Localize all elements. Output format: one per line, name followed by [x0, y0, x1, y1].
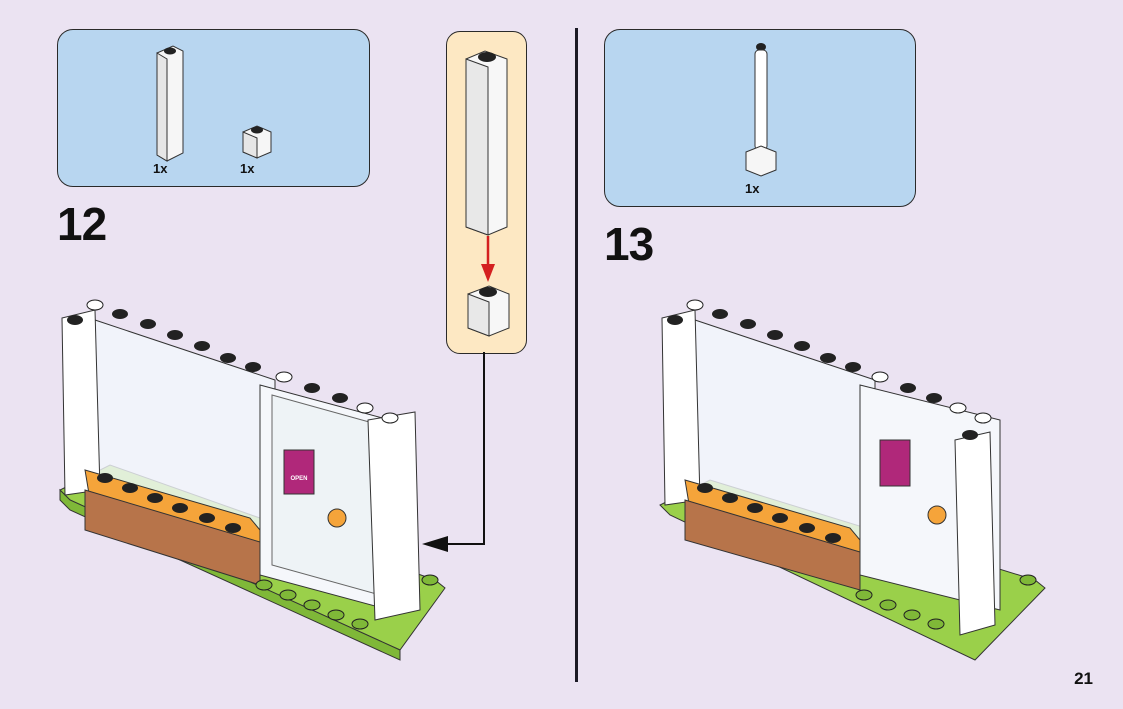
open-sign	[879, 439, 911, 487]
orange-studs	[97, 473, 241, 533]
brick-brown-wall	[684, 499, 861, 591]
top-studs	[67, 299, 399, 424]
step-13-model-illustration	[659, 299, 1046, 661]
brick-1x1x6-callout-icon	[465, 50, 508, 236]
red-arrow-icon	[481, 236, 495, 282]
step-12-part-1-qty: 1x	[153, 161, 168, 176]
brick-1x1-icon	[242, 125, 272, 159]
new-right-pillar	[954, 431, 996, 636]
step-13-parts-box: 1x	[604, 29, 916, 207]
page-divider	[575, 28, 578, 682]
step-13-part-1-qty: 1x	[745, 181, 760, 196]
brick-1x1x6-icon	[156, 45, 184, 162]
step-13-number: 13	[604, 218, 654, 270]
step-12-part-2-qty: 1x	[240, 161, 255, 176]
door-handle	[927, 505, 947, 525]
top-studs	[667, 299, 992, 440]
brick-1x1-callout-icon	[467, 285, 510, 337]
page-number: 21	[1074, 669, 1093, 688]
right-column	[367, 411, 421, 621]
step-12-parts-box: 1x 1x	[57, 29, 370, 187]
step-12-callout	[446, 31, 527, 354]
green-studs	[255, 574, 439, 630]
step-12-model-illustration: OPEN	[59, 299, 446, 661]
pillar-assembly-icon	[745, 43, 777, 177]
left-column	[661, 309, 701, 506]
step-12-number: 12	[57, 198, 107, 250]
green-studs	[855, 574, 1037, 630]
open-sign	[283, 449, 315, 495]
orange-studs	[697, 483, 841, 543]
callout-connector-arrow	[422, 352, 485, 552]
left-column	[61, 309, 101, 496]
open-sign-text: OPEN	[290, 476, 307, 482]
door-handle	[327, 508, 347, 528]
